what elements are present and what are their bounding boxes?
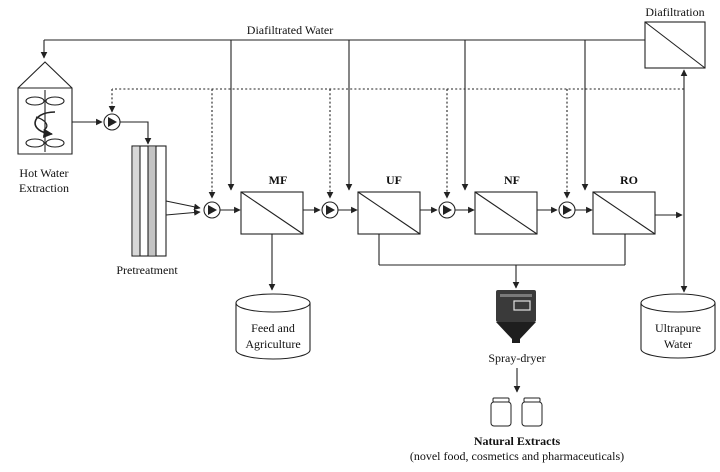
feed-label-line2: Agriculture — [245, 337, 300, 351]
spray-dryer-icon — [496, 290, 536, 343]
jar-icon — [521, 397, 543, 427]
recycle-dotted-line — [108, 88, 684, 199]
nf-membrane-unit — [474, 191, 538, 235]
nf-stage-label: NF — [504, 173, 520, 187]
mf-membrane-unit — [240, 191, 304, 235]
pump-to-pretreatment-line — [120, 121, 152, 145]
jar-icon — [490, 397, 512, 427]
uf-stage-label: UF — [386, 173, 402, 187]
hot-water-extraction-tank — [17, 61, 73, 155]
hot-water-label-line1: Hot Water — [19, 166, 68, 180]
pretreatment-unit — [131, 145, 167, 257]
mf-stage-label: MF — [269, 173, 288, 187]
ultrapure-label-line1: Ultrapure — [655, 321, 701, 335]
diafiltration-unit — [644, 21, 706, 69]
pump-4-icon — [438, 201, 456, 219]
ro-stage-label: RO — [620, 173, 638, 187]
collection-bracket — [378, 234, 626, 289]
ro-membrane-unit — [592, 191, 656, 235]
diafiltrated-water-line — [40, 39, 645, 191]
natural-extracts-label: Natural Extracts — [474, 434, 561, 448]
pretreatment-outlet-lines — [165, 200, 201, 216]
feed-agriculture-tank — [235, 293, 311, 360]
feed-label-line1: Feed and — [251, 321, 295, 335]
hot-water-label-line2: Extraction — [19, 181, 69, 195]
pump-2-icon — [203, 201, 221, 219]
natural-extracts-note: (novel food, cosmetics and pharmaceutica… — [410, 449, 624, 463]
uf-membrane-unit — [357, 191, 421, 235]
pump-3-icon — [321, 201, 339, 219]
pretreatment-label: Pretreatment — [116, 263, 178, 277]
spray-dryer-label: Spray-dryer — [488, 351, 545, 365]
diafiltration-label: Diafiltration — [645, 5, 704, 19]
pump-1-icon — [103, 113, 121, 131]
ultrapure-water-tank — [640, 293, 716, 359]
ultrapure-label-line2: Water — [664, 337, 692, 351]
pump-5-icon — [558, 201, 576, 219]
diafiltrated-water-label: Diafiltrated Water — [247, 23, 333, 37]
